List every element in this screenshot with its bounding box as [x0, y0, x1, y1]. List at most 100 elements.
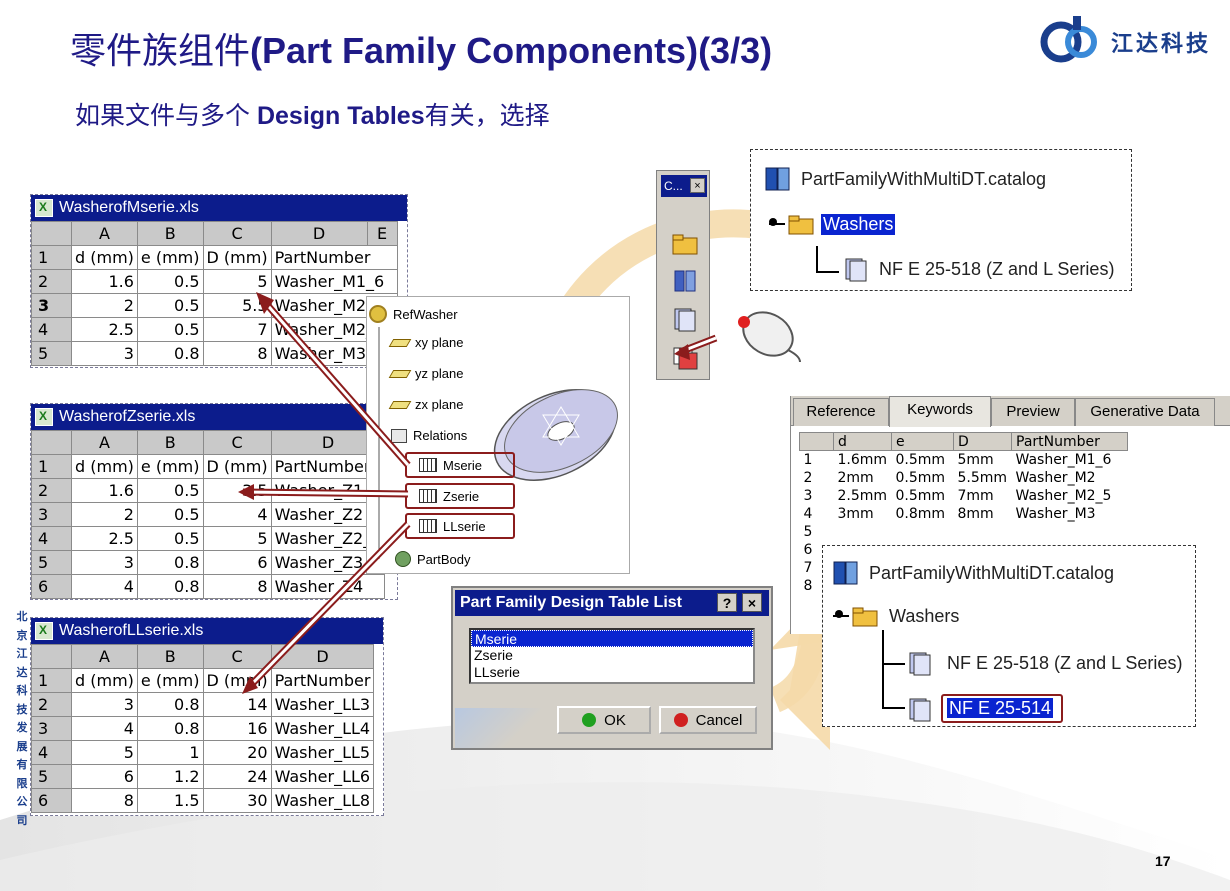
table-cell: 2.5mm [837, 487, 888, 504]
tree-item-yz-plane[interactable]: yz plane [388, 366, 463, 381]
column-header: d [833, 432, 892, 451]
side-char: 科 [16, 684, 28, 697]
side-char: 技 [16, 702, 28, 716]
catalog-item-label: NF E 25-518 (Z and L Series) [947, 652, 1183, 673]
table-cell: 4 [71, 574, 138, 599]
table-cell: 5 [202, 526, 272, 551]
column-header: A [71, 430, 138, 455]
spec-tree-panel: RefWasher xy plane yz plane zx plane Rel… [366, 296, 630, 574]
dialog-decoration [455, 708, 565, 748]
table-cell: 20 [202, 740, 272, 765]
tree-root-label: RefWasher [393, 306, 458, 322]
tree-item-relations[interactable]: Relations [391, 428, 467, 443]
column-header: e [891, 432, 954, 451]
column-header: E [366, 221, 398, 246]
side-char: 北 [16, 610, 28, 623]
part-family-icon [845, 258, 867, 282]
table-row[interactable]: 5 [800, 523, 1128, 541]
table-cell: 2 [71, 502, 138, 527]
tree-item-label: LLserie [443, 518, 486, 534]
tree-item-partbody[interactable]: PartBody [395, 551, 470, 567]
catalog-folder-label: Washers [889, 605, 960, 626]
table-row[interactable]: 7 [800, 559, 1128, 577]
table-cell: 3 [71, 692, 138, 717]
catalog-root-node[interactable]: PartFamilyWithMultiDT.catalog [763, 164, 1046, 194]
tree-item-xy-plane[interactable]: xy plane [388, 335, 463, 350]
catalog-root-node[interactable]: PartFamilyWithMultiDT.catalog [831, 558, 1114, 588]
column-header: A [71, 221, 138, 246]
tab-keywords[interactable]: Keywords [889, 396, 991, 427]
table-cell: 6 [202, 550, 272, 575]
page-subtitle: 如果文件与多个 Design Tables有关，选择 [75, 96, 550, 132]
table-cell: Washer_LL5 [270, 740, 375, 765]
table-cell: 1.5 [136, 788, 204, 813]
row-header: 6 [31, 574, 72, 599]
catalog-button[interactable] [671, 267, 699, 295]
list-item-llserie[interactable]: LLserie [474, 664, 520, 680]
table-cell: 0.5 [136, 293, 204, 318]
close-button[interactable]: × [742, 593, 762, 612]
open-folder-button[interactable] [671, 229, 699, 257]
tree-item-mserie[interactable]: Mserie [405, 452, 515, 478]
table-cell: Washer_M3 [1015, 505, 1096, 522]
row-header: 5 [31, 550, 72, 575]
catalog-item-node-selected[interactable]: NF E 25-514 [907, 694, 1064, 723]
pages-button[interactable] [671, 305, 699, 333]
tab-reference[interactable]: Reference [793, 398, 889, 426]
table-cell: 2.5 [71, 526, 138, 551]
list-item-mserie[interactable]: Mserie [471, 630, 753, 647]
side-char: 司 [16, 813, 28, 827]
design-table-icon [419, 489, 437, 503]
toolbar-titlebar: C...× [661, 175, 707, 197]
table-row[interactable]: 8 [800, 577, 1128, 595]
tree-root-refwasher[interactable]: RefWasher [369, 305, 458, 323]
catalog-folder-node[interactable]: Washers [769, 212, 896, 236]
close-button[interactable]: × [690, 178, 705, 193]
table-cell: 0.8 [136, 692, 204, 717]
catalog-icon [674, 270, 696, 292]
help-button[interactable]: ? [717, 593, 737, 612]
table-row[interactable]: 6 [800, 541, 1128, 559]
table-cell: 5.5mm [957, 469, 1008, 486]
table-cell: 0.8 [136, 341, 204, 366]
table-cell: 1.6mm [837, 451, 888, 468]
row-header: 1 [31, 668, 72, 693]
row-header: 3 [31, 293, 72, 318]
table-cell: 7 [803, 559, 813, 576]
row-header: 4 [31, 317, 72, 342]
add-family-button[interactable] [671, 343, 699, 371]
design-table-listbox[interactable]: Mserie Zserie LLserie [469, 628, 755, 684]
dialog-title: Part Family Design Table List [460, 594, 682, 611]
list-item-zserie[interactable]: Zserie [474, 647, 513, 663]
table-cell: 0.8 [136, 716, 204, 741]
row-header: 5 [31, 764, 72, 789]
ok-button[interactable]: OK [557, 706, 651, 734]
tree-item-zx-plane[interactable]: zx plane [388, 397, 463, 412]
row-header: 2 [31, 478, 72, 503]
table-cell: Washer_Z4 [270, 574, 386, 599]
table-cell: d (mm) [71, 454, 138, 479]
table-cell: 0.5 [136, 317, 204, 342]
table-cell: 1 [803, 451, 813, 468]
tree-item-zserie[interactable]: Zserie [405, 483, 515, 509]
catalog-item-node[interactable]: NF E 25-518 (Z and L Series) [907, 650, 1182, 676]
part-family-icon [909, 698, 931, 721]
table-cell: Washer_LL4 [270, 716, 375, 741]
table-cell: 6 [803, 541, 813, 558]
cancel-button[interactable]: Cancel [659, 706, 757, 734]
catalog-item-node[interactable]: NF E 25-518 (Z and L Series) [843, 256, 1114, 282]
row-header: 4 [31, 526, 72, 551]
table-cell: Washer_M2_5 [1015, 487, 1112, 504]
spreadsheet-titlebar: WasherofZserie.xls [31, 404, 397, 430]
tree-item-llserie[interactable]: LLserie [405, 513, 515, 539]
logo-text: 江达科技 [1111, 31, 1212, 57]
tree-lines [835, 610, 905, 709]
table-cell: 1.6 [71, 269, 138, 294]
tab-preview[interactable]: Preview [991, 398, 1075, 426]
tab-generative-data[interactable]: Generative Data [1075, 398, 1215, 426]
